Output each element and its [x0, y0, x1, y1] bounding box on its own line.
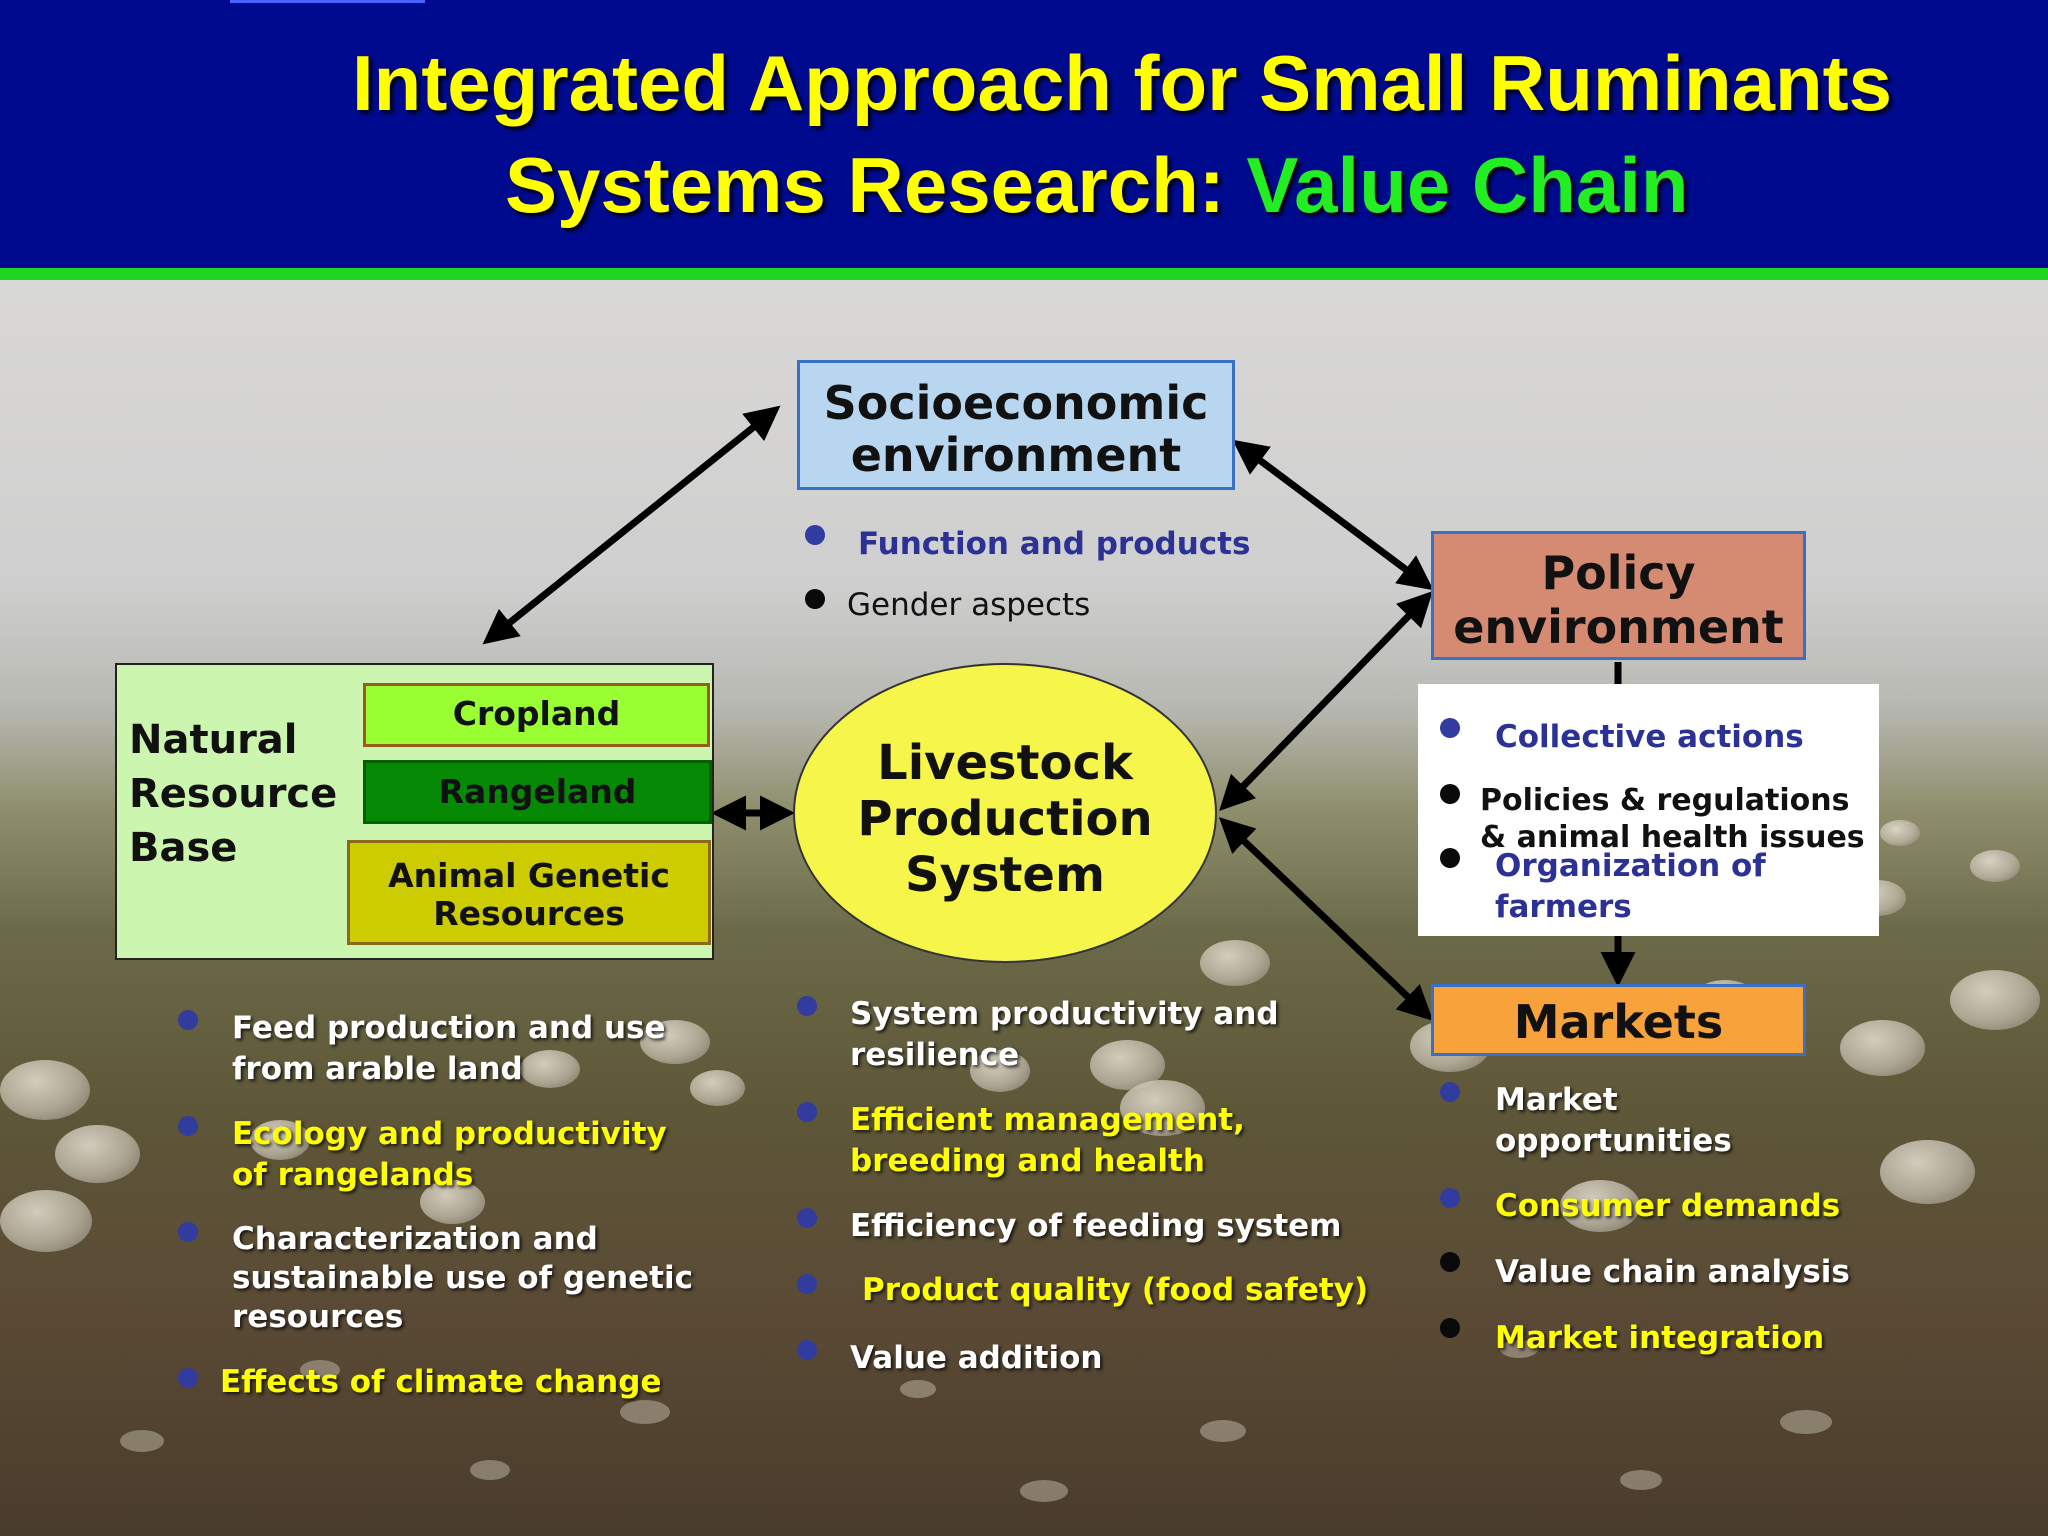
sheep-figure	[640, 1020, 710, 1064]
sheep-figure	[420, 1180, 485, 1224]
nrb-bullet-2: Ecology and productivity of rangelands	[232, 1116, 667, 1193]
bullet-dot	[1440, 718, 1460, 738]
rangeland-box: Rangeland	[363, 760, 712, 824]
lps-bullet-5: Value addition	[850, 1340, 1103, 1376]
lps-bullet-2: Efficient management, breeding and healt…	[850, 1102, 1245, 1179]
bullet-dot	[805, 589, 825, 609]
livestock-production-system-label-text: Livestock Production System	[857, 735, 1153, 903]
bullet-dot	[1440, 784, 1460, 804]
bullet-dot	[1440, 1188, 1460, 1208]
policy-label: Policy environment	[1453, 546, 1784, 654]
markets-bullet-4: Market integration	[1495, 1320, 1825, 1356]
nrb-bullet-3: Characterization and sustainable use of …	[232, 1221, 694, 1335]
sheep-figure	[1560, 1180, 1640, 1232]
bullet-dot	[178, 1116, 198, 1136]
sheep-figure	[55, 1125, 140, 1183]
natural-resource-base-label: Natural Resource Base	[129, 713, 349, 875]
rock	[470, 1460, 510, 1480]
socioeconomic-box: Socioeconomic environment	[797, 360, 1235, 490]
rock	[300, 1360, 340, 1380]
livestock-production-system-ellipse: Livestock Production System	[793, 663, 1217, 963]
policy-bullet-1: Collective actions	[1495, 719, 1804, 755]
arrow-socio-nrb	[482, 405, 781, 645]
sheep-figure	[520, 1050, 580, 1088]
sheep-figure	[1880, 1140, 1975, 1204]
rock	[1620, 1470, 1662, 1490]
bullet-dot	[797, 1274, 817, 1294]
cropland-box: Cropland	[363, 683, 710, 747]
sheep-figure	[1970, 850, 2020, 882]
policy-bullets-panel	[1418, 684, 1879, 936]
bullet-dot	[797, 996, 817, 1016]
livestock-production-system-label: Livestock Production System	[795, 735, 1215, 903]
rock	[1200, 1420, 1246, 1442]
bullet-dot	[797, 1340, 817, 1360]
bullet-dot	[1440, 848, 1460, 868]
policy-bullet-2: Policies & regulations & animal health i…	[1480, 783, 1865, 855]
sheep-figure	[250, 1120, 310, 1160]
bullet-dot	[178, 1222, 198, 1242]
rock	[620, 1400, 670, 1424]
rock	[1500, 1340, 1538, 1358]
rock	[120, 1430, 164, 1452]
sheep-figure	[970, 1050, 1030, 1092]
header-accent-line	[230, 0, 425, 3]
nrb-bullet-4: Effects of climate change	[220, 1364, 662, 1400]
sheep-figure	[0, 1060, 90, 1120]
markets-box: Markets	[1431, 984, 1806, 1056]
header-divider	[0, 268, 2048, 280]
arrow-socio-policy	[1232, 439, 1434, 591]
policy-bullet-3: Organization of farmers	[1495, 848, 1766, 925]
rock	[1020, 1480, 1068, 1502]
natural-resource-base-box: Natural Resource Base Cropland Rangeland…	[115, 663, 714, 960]
arrow-lps-markets	[1218, 817, 1434, 1021]
bullet-dot	[797, 1102, 817, 1122]
animal-genetic-resources-box: Animal Genetic Resources	[347, 840, 711, 945]
arrow-lps-policy	[1219, 590, 1433, 812]
markets-bullet-2: Consumer demands	[1495, 1188, 1841, 1224]
markets-bullet-1: Market opportunities	[1495, 1082, 1732, 1159]
lps-bullet-3: Efficiency of feeding system	[850, 1208, 1342, 1244]
slide-title-prefix: Systems Research:	[505, 141, 1247, 229]
markets-bullet-3: Value chain analysis	[1495, 1254, 1850, 1290]
natural-resource-base-label-text: Natural Resource Base	[129, 717, 338, 871]
title-bar: Integrated Approach for Small Ruminants …	[0, 0, 2048, 268]
slide-title-line-1: Integrated Approach for Small Ruminants	[352, 39, 1892, 127]
sheep-figure	[690, 1070, 745, 1106]
socio-bullet-2: Gender aspects	[847, 587, 1091, 623]
bullet-dot	[1440, 1082, 1460, 1102]
lps-bullet-1: System productivity and resilience	[850, 996, 1279, 1073]
policy-box: Policy environment	[1431, 531, 1806, 660]
bullet-dot	[1440, 1318, 1460, 1338]
nrb-bullet-1: Feed production and use from arable land	[232, 1010, 666, 1087]
bullet-dot	[178, 1010, 198, 1030]
markets-label: Markets	[1513, 995, 1724, 1049]
slide-title-line-2: Systems Research: Value Chain	[0, 140, 2048, 231]
sheep-figure	[1950, 970, 2040, 1030]
sheep-figure	[1840, 1020, 1925, 1076]
bullet-dot	[797, 1208, 817, 1228]
rock	[1780, 1410, 1832, 1434]
socio-bullet-1: Function and products	[858, 526, 1251, 562]
bullet-dot	[805, 525, 825, 545]
socioeconomic-label: Socioeconomic environment	[823, 376, 1209, 482]
bullet-dot	[178, 1368, 198, 1388]
sheep-figure	[1120, 1080, 1205, 1136]
animal-genetic-resources-label: Animal Genetic Resources	[388, 856, 670, 933]
sheep-figure	[1880, 820, 1920, 846]
sheep-figure	[0, 1190, 92, 1252]
bullet-dot	[1440, 1252, 1460, 1272]
rock	[900, 1380, 936, 1398]
slide-title-highlight: Value Chain	[1246, 141, 1689, 229]
lps-bullet-4: Product quality (food safety)	[862, 1272, 1369, 1308]
